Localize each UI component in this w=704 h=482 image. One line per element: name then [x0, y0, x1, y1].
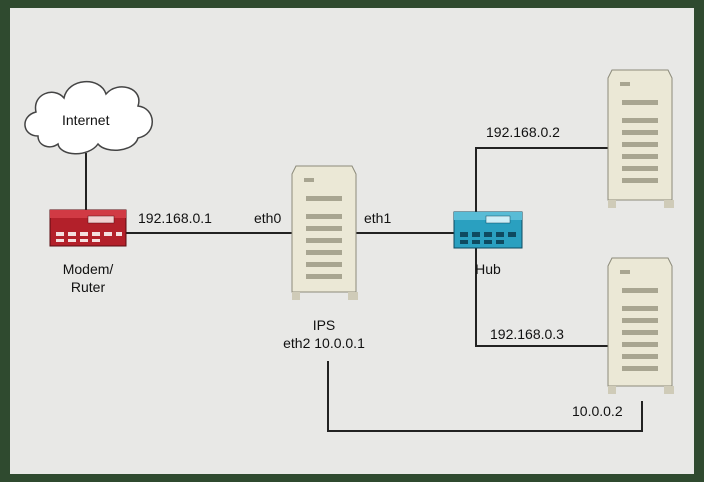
- server-top-ip-label: 192.168.0.2: [486, 124, 560, 140]
- network-diagram: [24, 69, 674, 432]
- hub-icon: [453, 211, 523, 249]
- link-hub-server-bottom: [475, 248, 608, 347]
- server-bottom-ip-label: 192.168.0.3: [490, 326, 564, 342]
- link-label-modem-ip: 192.168.0.1: [138, 210, 212, 226]
- link-label-eth1: eth1: [364, 210, 392, 226]
- hub-label: Hub: [475, 261, 501, 277]
- link-ips-eth2-server: [327, 361, 643, 432]
- link-hub-server-top: [475, 147, 608, 220]
- ips-label-line2: eth2 10.0.0.1: [283, 335, 365, 351]
- ips-server-icon: [291, 165, 358, 300]
- modem-label-line1: Modem/: [62, 261, 114, 277]
- cloud-label: Internet: [62, 112, 110, 128]
- link-label-eth0: eth0: [254, 210, 282, 226]
- server-top-icon: [607, 69, 674, 208]
- server-bottom-eth2-ip-label: 10.0.0.2: [572, 403, 623, 419]
- modem-router-icon: [49, 209, 127, 247]
- modem-label-line2: Ruter: [70, 279, 106, 295]
- diagram-canvas: Internet Modem/ Ruter 192.168.0.1 eth0 e…: [10, 8, 694, 474]
- internet-cloud-icon: [24, 80, 153, 155]
- server-bottom-icon: [607, 257, 674, 394]
- ips-label-line1: IPS: [312, 317, 336, 333]
